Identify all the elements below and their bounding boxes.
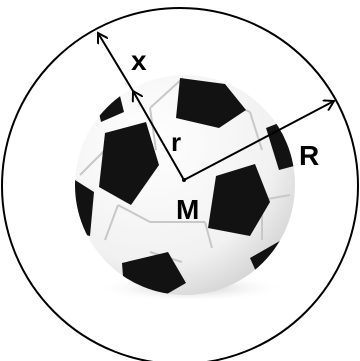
offset-x-arrow [98,33,133,91]
label-r: r [171,127,181,157]
label-x: x [131,45,147,76]
label-center: M [176,194,199,225]
label-R: R [299,140,319,171]
center-point [182,178,186,182]
soccer-ball-icon [74,75,298,302]
